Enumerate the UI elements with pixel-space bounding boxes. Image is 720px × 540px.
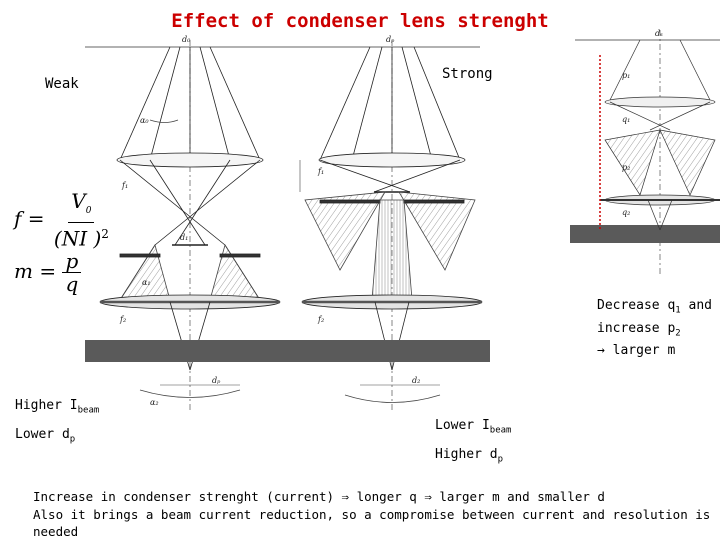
right-note: Decrease q1 and increase p2 → larger m	[597, 298, 713, 359]
bottom-line-2: Also it brings a beam current reduction,…	[33, 507, 711, 539]
label-f1-strong: f₁	[317, 167, 324, 176]
label-ds: dₛ	[655, 29, 663, 38]
label-alpha2: α₂	[150, 398, 159, 407]
formula-magnification: m = p q	[14, 250, 82, 295]
label-dp: dₚ	[386, 35, 395, 44]
label-q1: q₁	[622, 115, 630, 124]
slide-title: Effect of condenser lens strenght	[171, 10, 549, 32]
weak-label: Weak	[45, 76, 79, 92]
label-d1: d₁	[180, 233, 188, 242]
label-f2: f₂	[119, 315, 126, 324]
label-q2: q₂	[622, 208, 630, 217]
label-f2-strong: f₂	[317, 315, 324, 324]
label-p2: p₂	[622, 163, 630, 172]
strong-label: Strong	[442, 66, 493, 82]
strong-lens-system	[301, 46, 483, 403]
label-dp-weak: dₚ	[212, 376, 221, 385]
label-p1: p₁	[622, 71, 630, 80]
formula-focal-length: f = V0 (NI )2	[14, 189, 109, 251]
strong-effect-note: Lower Ibeam Higher dp	[435, 418, 512, 465]
label-alpha0: α₀	[140, 116, 149, 125]
label-alpha1: α₁	[142, 278, 151, 287]
specimen-bar-right	[570, 225, 720, 243]
label-d0: d₀	[182, 35, 191, 44]
label-f1: f₁	[121, 181, 128, 190]
reference-diagram	[599, 39, 720, 231]
weak-lens-system	[99, 46, 281, 398]
weak-effect-note: Higher Ibeam Lower dp	[15, 398, 100, 445]
specimen-bar	[85, 340, 490, 362]
label-d2: d₂	[412, 376, 420, 385]
bottom-line-1: Increase in condenser strenght (current)…	[33, 489, 605, 504]
